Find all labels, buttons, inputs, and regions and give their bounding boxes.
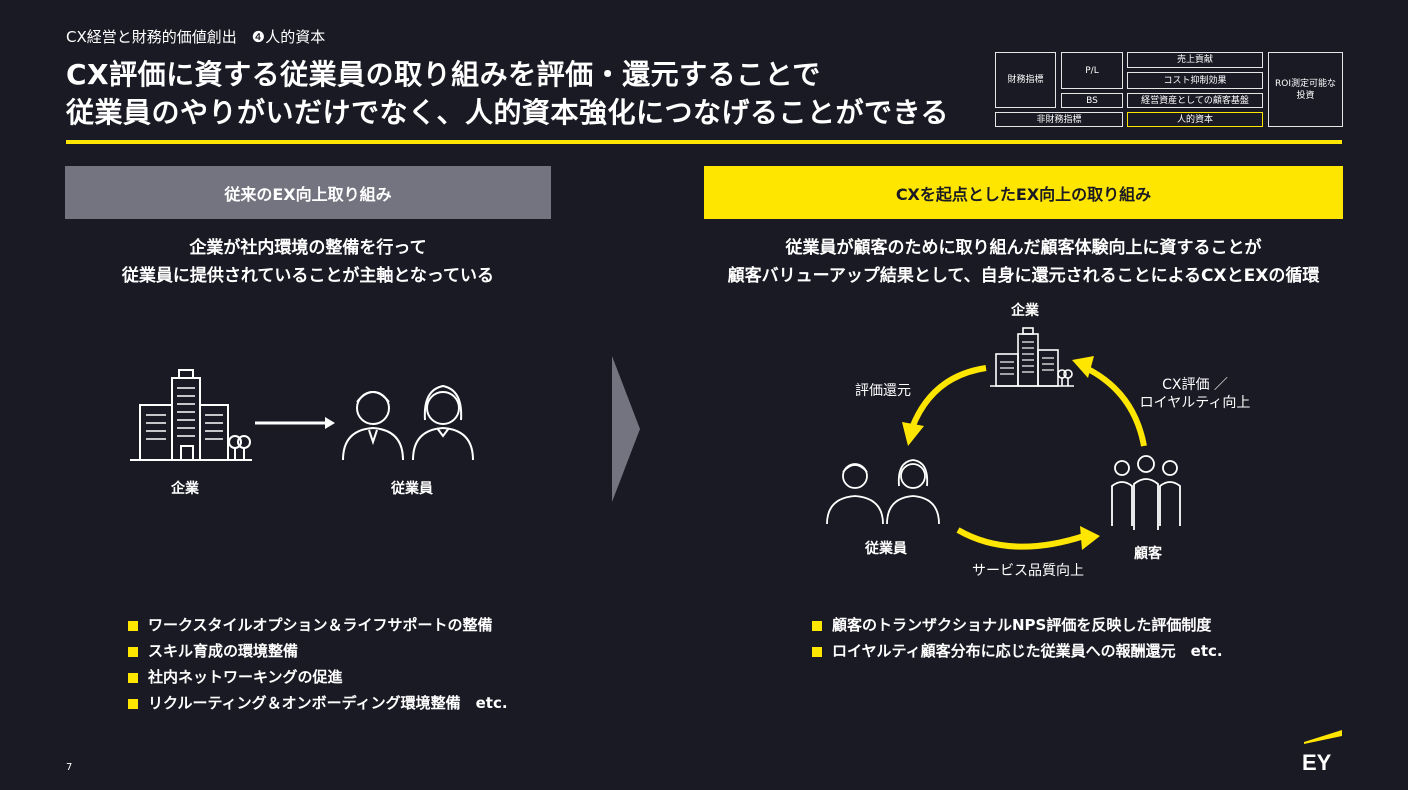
cycle-label-cx: CX評価 ／ ロイヤルティ向上 [1130, 376, 1260, 412]
cx-ex-cycle-diagram [826, 327, 1181, 550]
title-line-2: 従業員のやりがいだけでなく、人的資本強化につなげることができる [66, 96, 949, 129]
left-description: 企業が社内環境の整備を行って 従業員に提供されていることが主軸となっている [65, 234, 551, 290]
arrow-service [956, 527, 1085, 550]
page-number: 7 [66, 762, 73, 773]
cell-sales: 売上貢献 [1127, 52, 1263, 68]
page-title: CX評価に資する従業員の取り組みを評価・還元することで 従業員のやりがいだけでな… [66, 56, 949, 132]
cell-asset: 経営資産としての顧客基盤 [1127, 93, 1263, 108]
list-item: リクルーティング＆オンボーディング環境整備 etc. [126, 690, 508, 716]
chevron-right-icon [612, 356, 640, 502]
cycle-arrows [909, 365, 1147, 550]
right-label-customer: 顧客 [1134, 546, 1162, 562]
left-section-header: 従来のEX向上取り組み [65, 166, 551, 219]
cell-pl: P/L [1061, 52, 1123, 89]
ey-logo: EY [1302, 730, 1342, 774]
cell-financial: 財務指標 [995, 52, 1056, 108]
cycle-label-service: サービス品質向上 [972, 563, 1084, 579]
arrow-heads [902, 356, 1100, 550]
left-desc-line-1: 企業が社内環境の整備を行って [189, 238, 427, 258]
right-label-company: 企業 [1011, 303, 1039, 319]
cycle-label-cx-1: CX評価 ／ [1162, 377, 1228, 393]
arrow-right-icon [255, 417, 335, 429]
section-subtitle: CX経営と財務的価値創出 ❹人的資本 [66, 28, 326, 46]
cell-bs: BS [1061, 93, 1123, 108]
list-item: 社内ネットワーキングの促進 [126, 664, 508, 690]
cycle-label-reward: 評価還元 [855, 383, 911, 399]
left-label-company: 企業 [171, 481, 199, 497]
list-item: スキル育成の環境整備 [126, 638, 508, 664]
left-label-employee: 従業員 [391, 481, 433, 497]
cell-human-capital: 人的資本 [1127, 112, 1263, 127]
employees-icon [342, 384, 474, 461]
cell-cost: コスト抑制効果 [1127, 72, 1263, 89]
right-section-header: CXを起点としたEX向上の取り組み [704, 166, 1343, 219]
cycle-label-cx-2: ロイヤルティ向上 [1139, 395, 1251, 411]
customers-icon [1111, 455, 1181, 530]
list-item: ワークスタイルオプション＆ライフサポートの整備 [126, 612, 508, 638]
arrow-cx [1084, 365, 1147, 447]
arrow-reward [909, 365, 987, 430]
right-desc-line-2: 顧客バリューアップ結果として、自身に還元されることによるCXとEXの循環 [727, 266, 1320, 286]
right-label-employee: 従業員 [865, 541, 907, 557]
cell-nonfinancial: 非財務指標 [995, 112, 1123, 127]
right-description: 従業員が顧客のために取り組んだ顧客体験向上に資することが 顧客バリューアップ結果… [704, 234, 1343, 290]
company-building-icon [990, 327, 1074, 387]
right-desc-line-1: 従業員が顧客のために取り組んだ顧客体験向上に資することが [785, 238, 1262, 258]
right-bullet-list: 顧客のトランザクショナルNPS評価を反映した評価制度 ロイヤルティ顧客分布に応じ… [810, 612, 1223, 664]
title-divider [66, 140, 1342, 144]
employees-icon [826, 459, 940, 525]
cell-roi: ROI測定可能な投資 [1268, 52, 1343, 127]
company-building-icon [130, 369, 252, 461]
list-item: ロイヤルティ顧客分布に応じた従業員への報酬還元 etc. [810, 638, 1223, 664]
left-bullet-list: ワークスタイルオプション＆ライフサポートの整備 スキル育成の環境整備 社内ネット… [126, 612, 508, 716]
left-diagram [130, 369, 474, 461]
list-item: 顧客のトランザクショナルNPS評価を反映した評価制度 [810, 612, 1223, 638]
title-line-1: CX評価に資する従業員の取り組みを評価・還元することで [66, 58, 821, 91]
left-desc-line-2: 従業員に提供されていることが主軸となっている [121, 266, 495, 286]
ey-logo-text: EY [1302, 750, 1332, 774]
